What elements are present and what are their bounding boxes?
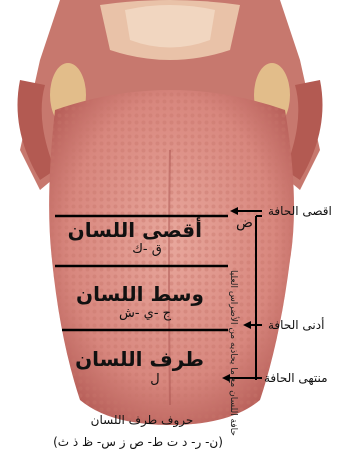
zone-back-name: أقصى اللسان: [92, 218, 202, 242]
edge-caption: حافة اللسان مع ما يحاذيه من الأضراس العل…: [228, 286, 238, 436]
label-bottom-edge: منتهى الحافة: [264, 371, 328, 385]
zone-tip-name: طرف اللسان: [92, 347, 204, 371]
footer-letters: (ن- ر- د ت ط- ص ز س- ظ ذ ث): [38, 435, 238, 449]
zone-middle-letters: ج -ي -ش: [105, 306, 185, 321]
footer-title: حروف طرف اللسان: [82, 413, 202, 427]
label-middle-edge: أدنى الحافة: [268, 318, 324, 332]
zone-back-letters: ق -ك: [112, 242, 182, 257]
edge-letter: ض: [236, 215, 253, 231]
label-top-edge: اقصى الحافة: [268, 204, 332, 218]
zone-middle-name: وسط اللسان: [90, 282, 204, 306]
zone-tip-letters: ل: [140, 372, 170, 387]
